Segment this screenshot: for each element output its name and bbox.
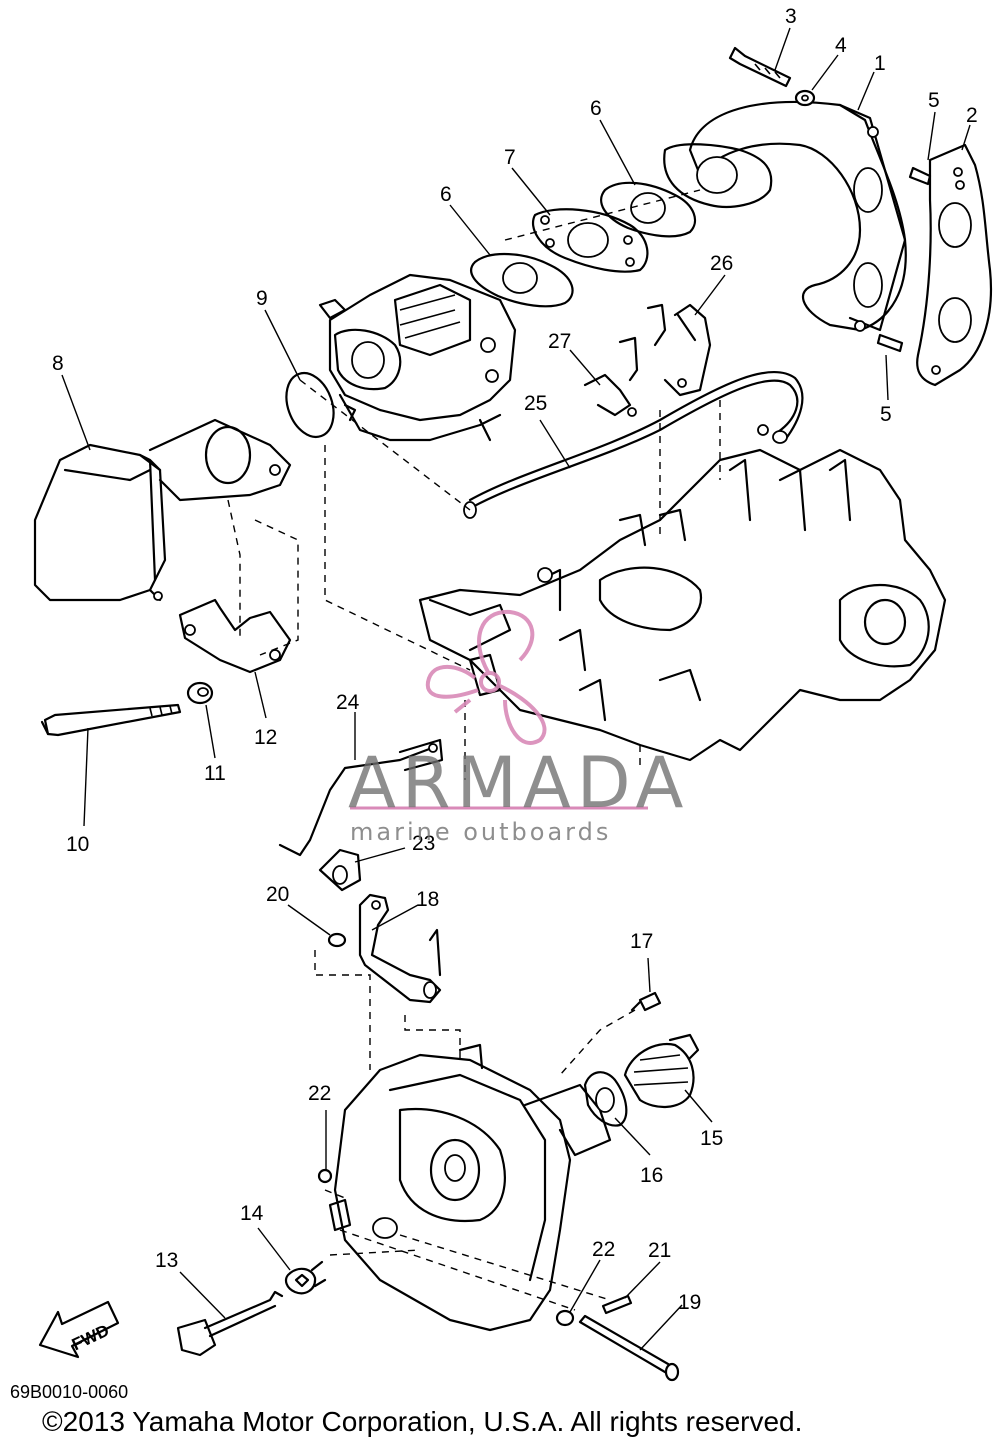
callout-14: 14 bbox=[240, 1202, 264, 1225]
callout-1: 1 bbox=[874, 52, 886, 75]
diagram-code: 69B0010-0060 bbox=[10, 1382, 129, 1402]
pin-19-part bbox=[578, 1314, 680, 1382]
watermark-brand: ARMADA bbox=[348, 742, 690, 824]
callout-25: 25 bbox=[524, 392, 547, 415]
intake-manifold-part bbox=[663, 100, 907, 332]
copyright-notice: ©2013 Yamaha Motor Corporation, U.S.A. A… bbox=[42, 1406, 803, 1437]
throttle-lever-18-part bbox=[358, 893, 442, 1004]
callout-24: 24 bbox=[336, 691, 360, 714]
callout-22-lower: 22 bbox=[592, 1238, 615, 1261]
washer-22-lower-part bbox=[555, 1309, 575, 1327]
intake-silencer-8-part bbox=[33, 418, 292, 602]
washer-22-upper-part bbox=[317, 1168, 333, 1184]
pin-21-part bbox=[601, 1294, 633, 1315]
washer-20-part bbox=[327, 932, 347, 948]
o-ring-9-part bbox=[285, 371, 335, 439]
screw-17-part bbox=[630, 991, 662, 1012]
callout-19: 19 bbox=[678, 1291, 701, 1314]
callout-5-upper: 5 bbox=[928, 89, 940, 112]
rubber-boot-15-part bbox=[623, 1033, 700, 1108]
callout-17: 17 bbox=[630, 930, 653, 953]
washer-14-part bbox=[284, 1260, 327, 1295]
callout-15: 15 bbox=[700, 1127, 723, 1150]
lower-silencer-case-part bbox=[328, 1043, 612, 1332]
callout-2: 2 bbox=[966, 104, 978, 127]
callout-22-upper: 22 bbox=[308, 1082, 331, 1105]
bolt-10-part bbox=[40, 703, 182, 737]
leader-lines bbox=[61, 27, 971, 1351]
callout-16: 16 bbox=[640, 1164, 663, 1187]
forward-arrow-icon: FWD bbox=[38, 1300, 120, 1359]
rod-joint-23-part bbox=[318, 848, 362, 892]
fuel-hose-25-part bbox=[463, 370, 804, 519]
callout-13: 13 bbox=[155, 1249, 178, 1272]
dowel-pin-lower-part bbox=[876, 333, 904, 353]
callout-20: 20 bbox=[266, 883, 289, 906]
gasket-6-lower-part bbox=[470, 253, 574, 308]
callout-3: 3 bbox=[785, 5, 797, 28]
clip-screws-part bbox=[618, 303, 667, 382]
callout-23: 23 bbox=[412, 832, 435, 855]
assembly-dash-lines bbox=[227, 189, 721, 1311]
callout-8: 8 bbox=[52, 352, 64, 375]
hose-clip-26-part bbox=[663, 303, 712, 397]
bracket-12-part bbox=[178, 598, 292, 674]
armada-propeller-logo-icon bbox=[425, 609, 547, 745]
carburetor-part bbox=[318, 273, 517, 442]
callout-18: 18 bbox=[416, 888, 439, 911]
callout-9: 9 bbox=[256, 287, 268, 310]
forward-label: FWD bbox=[69, 1321, 112, 1355]
callout-10: 10 bbox=[66, 833, 89, 856]
callout-26: 26 bbox=[710, 252, 733, 275]
choke-knob-13-part bbox=[176, 1290, 284, 1357]
callout-12: 12 bbox=[254, 726, 277, 749]
washer-4-part bbox=[794, 89, 816, 107]
callout-21: 21 bbox=[648, 1239, 671, 1262]
hose-clip-27-part bbox=[583, 373, 637, 417]
callout-6-upper: 6 bbox=[590, 97, 602, 120]
gasket-16-part bbox=[583, 1071, 628, 1127]
manifold-gasket-part bbox=[916, 143, 992, 387]
callout-5-lower: 5 bbox=[880, 403, 892, 426]
callout-6-lower: 6 bbox=[440, 183, 452, 206]
callout-7: 7 bbox=[504, 146, 516, 169]
dowel-pin-upper-part bbox=[908, 166, 932, 186]
grommet-11-part bbox=[186, 681, 214, 705]
watermark-tagline: marine outboards bbox=[350, 818, 612, 846]
bolt-3-part bbox=[728, 46, 792, 88]
callout-labels: 1 2 3 4 5 5 6 6 7 8 9 10 11 12 13 14 15 … bbox=[52, 5, 978, 1314]
spacer-7-part bbox=[531, 208, 649, 273]
callout-4: 4 bbox=[835, 34, 847, 57]
link-rod-24-part bbox=[278, 738, 444, 857]
callout-27: 27 bbox=[548, 330, 571, 353]
callout-11: 11 bbox=[204, 762, 226, 785]
engine-block-part bbox=[418, 424, 947, 762]
